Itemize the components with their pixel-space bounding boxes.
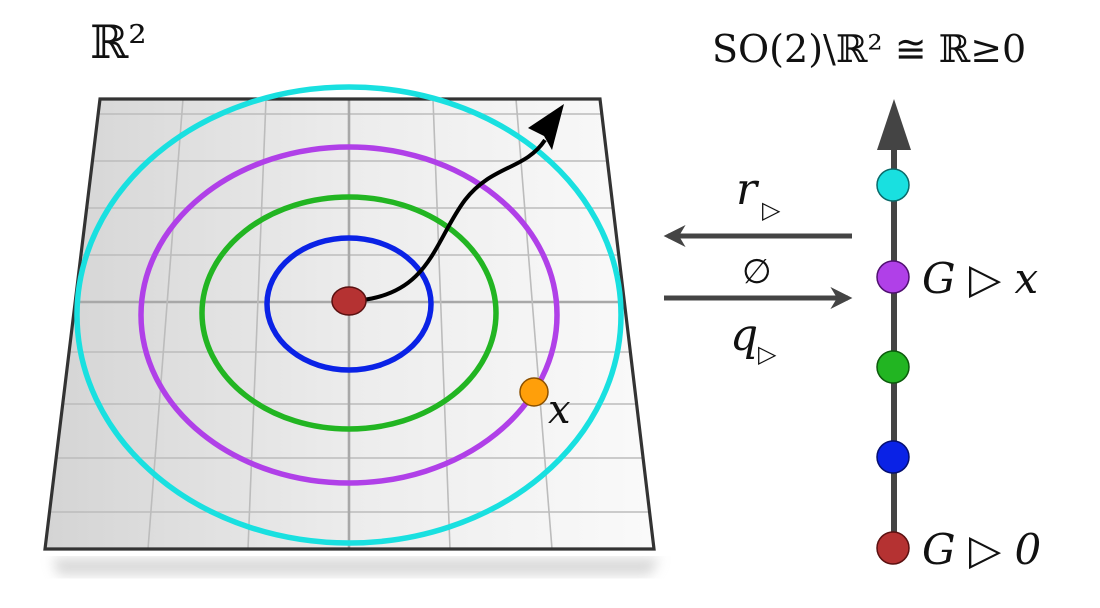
orbit-circle-green bbox=[199, 194, 499, 432]
path-arrowhead bbox=[528, 104, 564, 150]
orbit-dot-red bbox=[876, 531, 910, 565]
point-x bbox=[519, 377, 549, 407]
path-to-infinity bbox=[361, 138, 547, 302]
plane-panel: x ℝ² bbox=[43, 15, 660, 575]
quotient-panel: SO(2)\ℝ² ≅ ℝ≥0 G ▷ x G ▷ 0 bbox=[712, 27, 1041, 574]
plane-label: ℝ² bbox=[90, 15, 147, 69]
maps-panel: r ▷ ∅ q ▷ bbox=[663, 164, 853, 368]
empty-set-label: ∅ bbox=[742, 252, 772, 292]
quotient-map-label: q bbox=[730, 310, 758, 361]
orbit-x-label: G ▷ x bbox=[922, 254, 1039, 303]
point-x-label: x bbox=[548, 387, 571, 433]
orbit-dot-purple bbox=[876, 260, 910, 294]
orbit-circle-blue bbox=[264, 235, 434, 373]
orbit-origin-label: G ▷ 0 bbox=[922, 525, 1041, 574]
plane-shadow bbox=[52, 558, 660, 575]
orbit-circle-cyan bbox=[74, 84, 624, 546]
quotient-map-triangle: ▷ bbox=[758, 340, 777, 368]
orbit-dot-cyan bbox=[876, 168, 910, 202]
orbit-circle-purple bbox=[138, 144, 560, 486]
section-map-label: r bbox=[736, 164, 760, 215]
orbit-dot-green bbox=[876, 350, 910, 384]
quotient-space-label: SO(2)\ℝ² ≅ ℝ≥0 bbox=[712, 27, 1026, 71]
section-map-triangle: ▷ bbox=[762, 196, 781, 224]
grid bbox=[51, 98, 649, 550]
orbit-dot-blue bbox=[876, 440, 910, 474]
origin-point bbox=[331, 286, 367, 316]
half-line-arrowhead bbox=[877, 99, 911, 150]
